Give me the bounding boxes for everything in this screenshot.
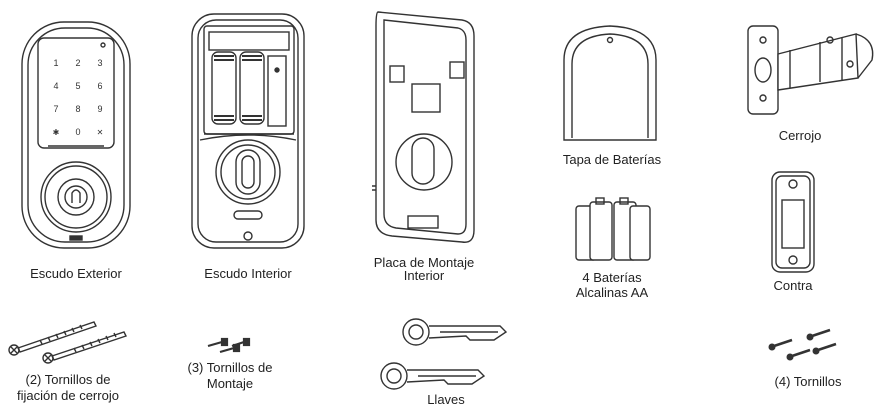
key-0: 0 (75, 127, 80, 137)
key-5: 5 (75, 81, 80, 91)
llaves-label: Llaves (427, 392, 465, 407)
baterias-label-line2: Alcalinas AA (575, 285, 649, 300)
key-4: 4 (53, 81, 58, 91)
cerrojo-label: Cerrojo (778, 128, 822, 143)
key-star: ✱ (53, 128, 60, 137)
long-screws-icon (8, 321, 127, 364)
keys-icon (380, 318, 508, 390)
deadbolt-latch-icon (747, 25, 874, 115)
mounting-plate-icon (372, 11, 475, 243)
tapa-baterias-label: Tapa de Baterías (562, 152, 662, 167)
escudo-interior-label: Escudo Interior (204, 266, 292, 281)
key-lock: ✕ (97, 128, 104, 137)
placa-montaje-label-line1: Placa de Montaje (373, 255, 475, 270)
batteries-icon (575, 197, 651, 261)
key-7: 7 (53, 104, 58, 114)
exterior-escutcheon-icon: 1 2 3 4 5 6 7 8 9 ✱ 0 ✕ (21, 21, 131, 249)
tornillos-fijacion-label-line1: (2) Tornillos de (25, 372, 111, 387)
interior-escutcheon-icon (191, 13, 305, 249)
key-2: 2 (75, 58, 80, 68)
key-8: 8 (75, 104, 80, 114)
key-1: 1 (53, 58, 58, 68)
key-3: 3 (97, 58, 102, 68)
strike-plate-icon (771, 171, 815, 273)
key-9: 9 (97, 104, 102, 114)
placa-montaje-label-line2: Interior (403, 268, 445, 283)
screws-icon (768, 328, 837, 361)
tornillos-montaje-label-line1: (3) Tornillos de (187, 360, 273, 375)
mounting-screws-icon (207, 337, 251, 354)
tornillos-fijacion-label-line2: fijación de cerrojo (17, 388, 119, 403)
tornillos-montaje-label-line2: Montaje (206, 376, 254, 391)
contra-label: Contra (773, 278, 813, 293)
key-6: 6 (97, 81, 102, 91)
baterias-label-line1: 4 Baterías (582, 270, 642, 285)
escudo-exterior-label: Escudo Exterior (30, 266, 122, 281)
tornillos-label: (4) Tornillos (774, 374, 842, 389)
battery-cover-icon (563, 25, 657, 141)
